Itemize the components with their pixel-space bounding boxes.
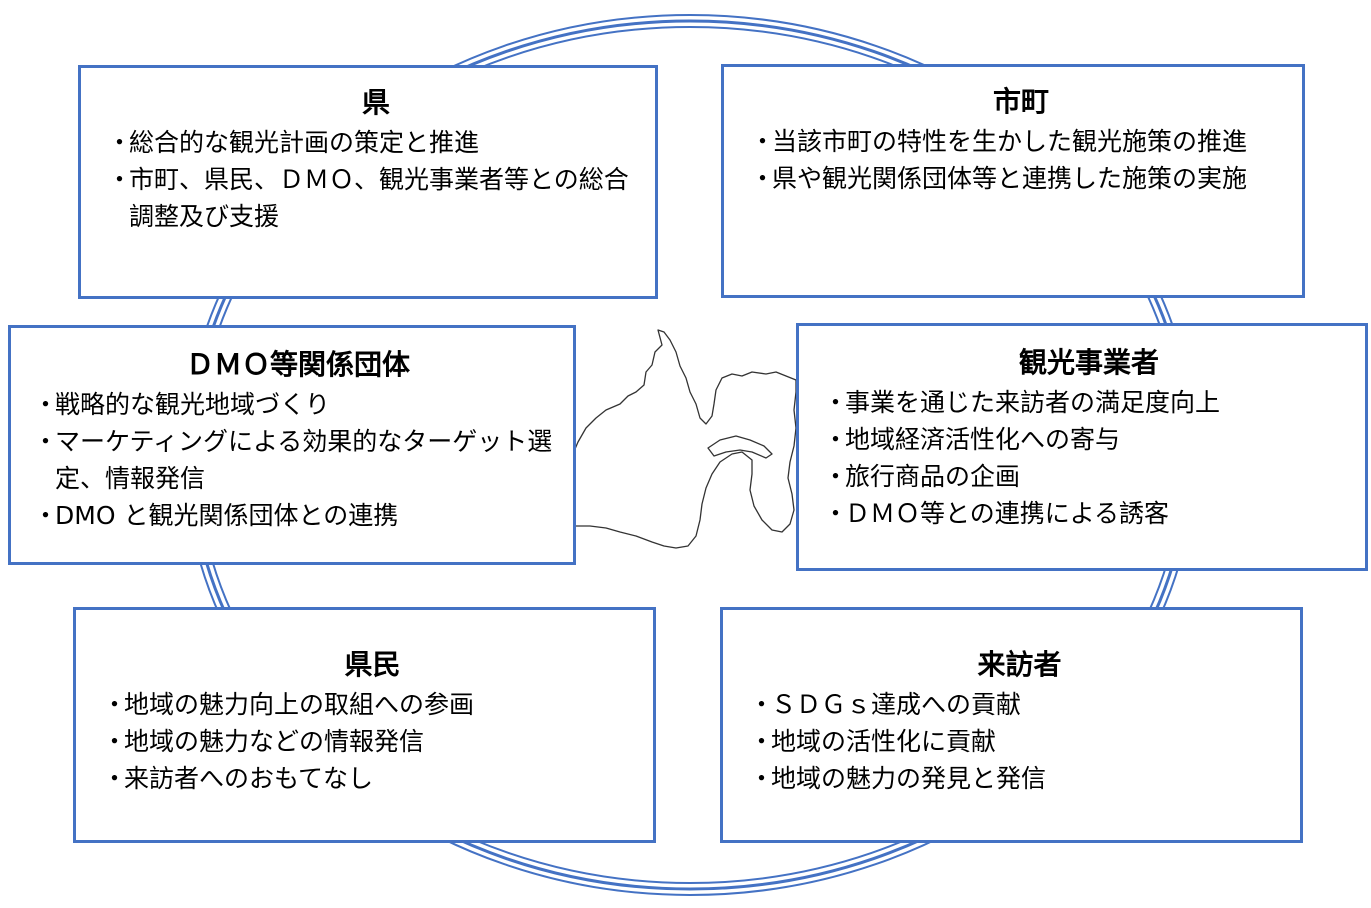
bullet: ・ — [749, 764, 775, 793]
list-item-text: 地域の魅力の発見と発信 — [771, 764, 1047, 793]
list-item: ・旅行商品の企画 — [823, 458, 1355, 495]
box-municipality: 市町 ・当該市町の特性を生かした観光施策の推進 ・県や観光関係団体等と連携した施… — [721, 64, 1305, 298]
box-title-residents: 県民 — [344, 648, 401, 681]
list-item-text: 事業を通じた来訪者の満足度向上 — [845, 388, 1221, 417]
list-item: ・地域の魅力などの情報発信 — [102, 723, 643, 760]
role-list-municipality: ・当該市町の特性を生かした観光施策の推進 ・県や観光関係団体等と連携した施策の実… — [750, 123, 1292, 197]
list-item-text: 地域経済活性化への寄与 — [845, 425, 1121, 454]
list-item-text: 地域の魅力などの情報発信 — [124, 727, 425, 756]
list-item-text: 当該市町の特性を生かした観光施策の推進 — [772, 127, 1248, 156]
bullet: ・ — [33, 427, 59, 456]
bullet: ・ — [107, 165, 133, 194]
box-tourism-businesses: 観光事業者 ・事業を通じた来訪者の満足度向上 ・地域経済活性化への寄与 ・旅行商… — [796, 323, 1368, 571]
list-item-text: 来訪者へのおもてなし — [124, 764, 374, 793]
role-list-dmo-organizations: ・戦略的な観光地域づくり ・マーケティングによる効果的なターゲット選定、情報発信… — [33, 386, 563, 534]
box-residents: 県民 ・地域の魅力向上の取組への参画 ・地域の魅力などの情報発信 ・来訪者へのお… — [73, 607, 656, 843]
list-item-text: ＳＤＧｓ達成への貢献 — [771, 690, 1022, 719]
list-item-text: 旅行商品の企画 — [845, 462, 1021, 491]
box-title-tourism-businesses: 観光事業者 — [1018, 346, 1159, 379]
bullet: ・ — [823, 462, 849, 491]
list-item-text: ＤＭＯ等との連携による誘客 — [845, 499, 1170, 528]
list-item-text: 地域の活性化に貢献 — [771, 727, 997, 756]
bullet: ・ — [749, 690, 775, 719]
bullet: ・ — [749, 727, 775, 756]
list-item: ・地域の魅力の発見と発信 — [749, 760, 1290, 797]
box-prefecture: 県 ・総合的な観光計画の策定と推進 ・市町、県民、ＤＭＯ、観光事業者等との総合調… — [78, 65, 658, 299]
bullet: ・ — [102, 727, 128, 756]
list-item: ・事業を通じた来訪者の満足度向上 — [823, 384, 1355, 421]
list-item: ・地域経済活性化への寄与 — [823, 421, 1355, 458]
box-dmo-organizations: ＤＭＯ等関係団体 ・戦略的な観光地域づくり ・マーケティングによる効果的なターゲ… — [8, 325, 576, 565]
bullet: ・ — [823, 425, 849, 454]
list-item-text: 地域の魅力向上の取組への参画 — [124, 690, 475, 719]
list-item-text: マーケティングによる効果的なターゲット選定、情報発信 — [55, 427, 553, 493]
list-item-text: 市町、県民、ＤＭＯ、観光事業者等との総合調整及び支援 — [129, 165, 629, 231]
role-list-visitors: ・ＳＤＧｓ達成への貢献 ・地域の活性化に貢献 ・地域の魅力の発見と発信 — [749, 686, 1290, 797]
bullet: ・ — [102, 764, 128, 793]
bullet: ・ — [750, 127, 776, 156]
list-item-text: 総合的な観光計画の策定と推進 — [129, 128, 480, 157]
shizuoka-prefecture-map-icon — [539, 329, 797, 549]
bullet: ・ — [107, 128, 133, 157]
list-item: ・総合的な観光計画の策定と推進 — [107, 124, 645, 161]
bullet: ・ — [823, 388, 849, 417]
box-title-municipality: 市町 — [992, 85, 1049, 118]
bullet: ・ — [33, 501, 59, 530]
role-list-tourism-businesses: ・事業を通じた来訪者の満足度向上 ・地域経済活性化への寄与 ・旅行商品の企画 ・… — [823, 384, 1355, 532]
box-title-dmo-organizations: ＤＭＯ等関係団体 — [185, 348, 410, 381]
role-list-residents: ・地域の魅力向上の取組への参画 ・地域の魅力などの情報発信 ・来訪者へのおもてな… — [102, 686, 643, 797]
list-item: ・DMO と観光関係団体との連携 — [33, 497, 563, 534]
list-item: ・地域の活性化に貢献 — [749, 723, 1290, 760]
list-item: ・市町、県民、ＤＭＯ、観光事業者等との総合調整及び支援 — [107, 161, 645, 235]
list-item-text: 県や観光関係団体等と連携した施策の実施 — [772, 164, 1248, 193]
list-item: ・県や観光関係団体等と連携した施策の実施 — [750, 160, 1292, 197]
bullet: ・ — [750, 164, 776, 193]
list-item: ・ＳＤＧｓ達成への貢献 — [749, 686, 1290, 723]
box-title-visitors: 来訪者 — [977, 648, 1062, 681]
list-item: ・マーケティングによる効果的なターゲット選定、情報発信 — [33, 423, 563, 497]
box-title-prefecture: 県 — [361, 86, 390, 119]
role-list-prefecture: ・総合的な観光計画の策定と推進 ・市町、県民、ＤＭＯ、観光事業者等との総合調整及… — [107, 124, 645, 235]
list-item: ・戦略的な観光地域づくり — [33, 386, 563, 423]
bullet: ・ — [33, 390, 59, 419]
bullet: ・ — [102, 690, 128, 719]
list-item: ・地域の魅力向上の取組への参画 — [102, 686, 643, 723]
list-item-text: DMO と観光関係団体との連携 — [55, 501, 399, 530]
bullet: ・ — [823, 499, 849, 528]
list-item: ・ＤＭＯ等との連携による誘客 — [823, 495, 1355, 532]
list-item-text: 戦略的な観光地域づくり — [55, 390, 331, 419]
box-visitors: 来訪者 ・ＳＤＧｓ達成への貢献 ・地域の活性化に貢献 ・地域の魅力の発見と発信 — [720, 607, 1303, 843]
list-item: ・来訪者へのおもてなし — [102, 760, 643, 797]
list-item: ・当該市町の特性を生かした観光施策の推進 — [750, 123, 1292, 160]
